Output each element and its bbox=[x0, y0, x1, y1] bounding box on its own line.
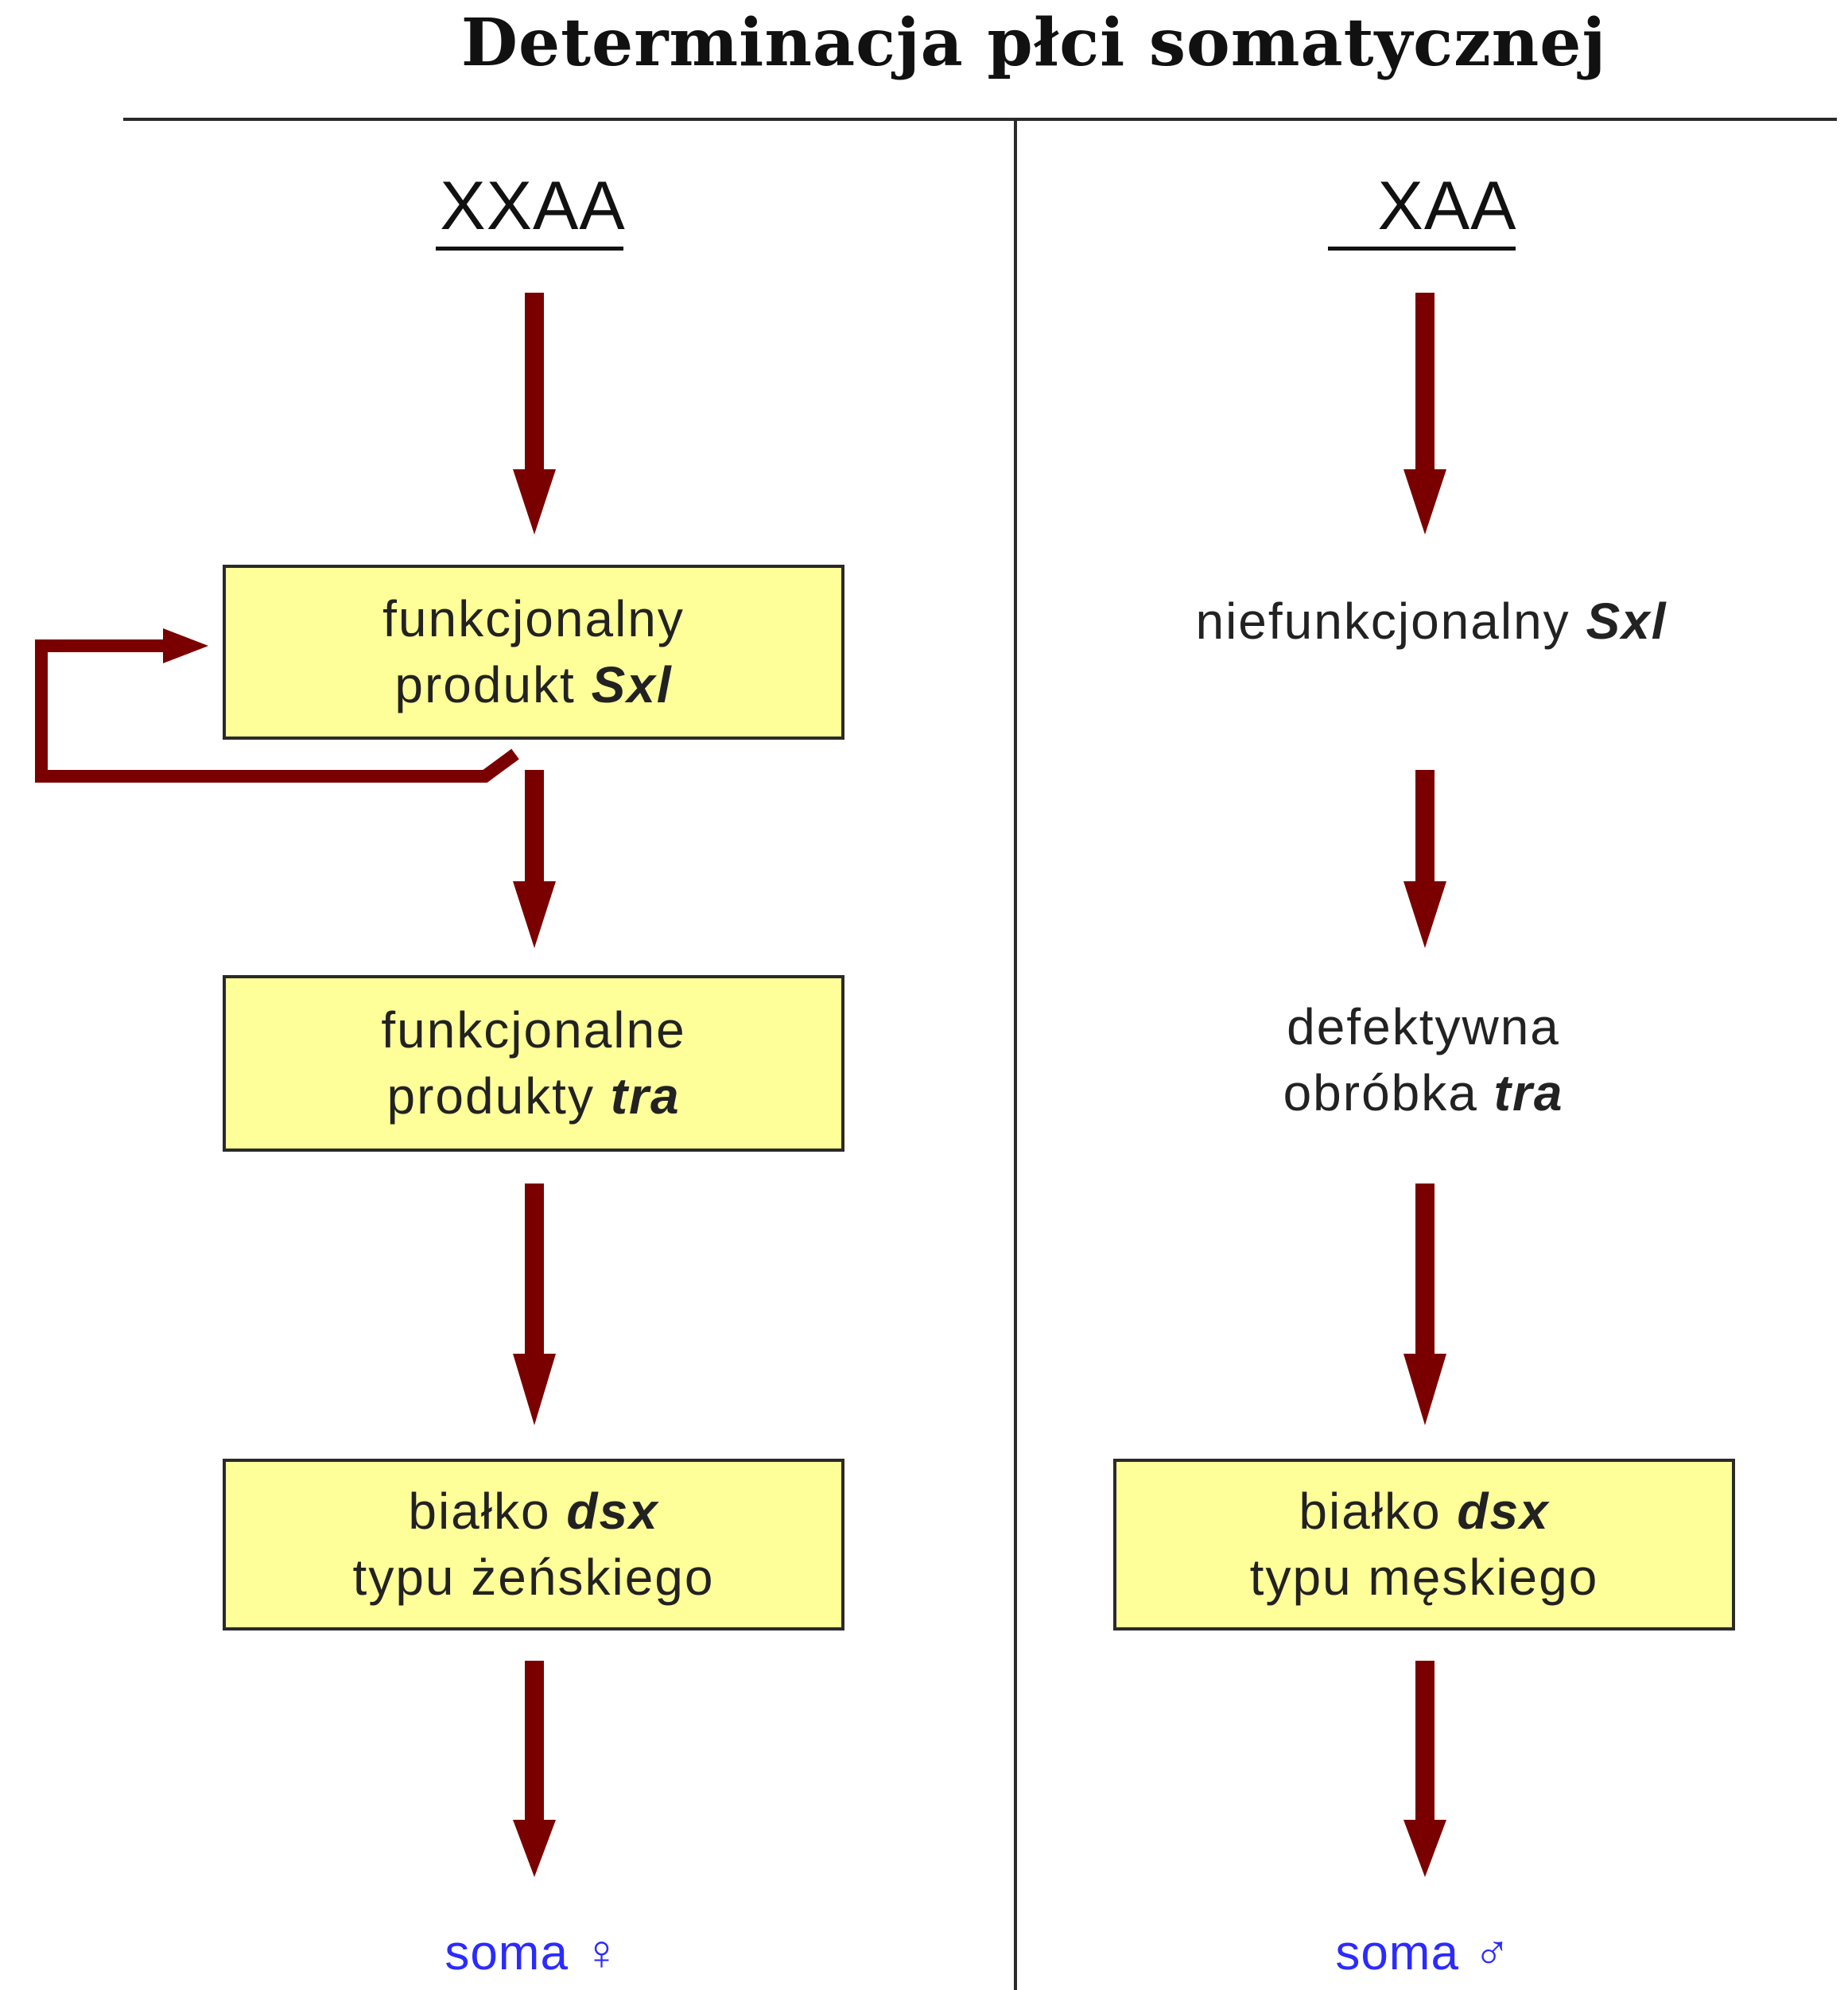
right-dsx-gene: dsx bbox=[1457, 1482, 1550, 1540]
right-sxl-gene: Sxl bbox=[1586, 593, 1667, 650]
left-sxl-gene: Sxl bbox=[591, 656, 673, 713]
male-symbol-icon: ♂ bbox=[1473, 1926, 1512, 1980]
right-genotype-underline bbox=[1328, 247, 1516, 251]
left-sxl-line1: funkcjonalny bbox=[382, 589, 685, 647]
right-arrow-genotype-to-sxl bbox=[1403, 293, 1446, 534]
female-symbol-icon: ♀ bbox=[583, 1926, 621, 1980]
sxl-feedback-loop-arrow bbox=[35, 628, 519, 783]
left-arrow-sxl-to-tra bbox=[513, 770, 556, 948]
left-sxl-line2-text: produkt bbox=[394, 656, 592, 713]
left-soma-label: soma bbox=[445, 1926, 569, 1980]
left-dsx-box: białko dsx typu żeńskiego bbox=[223, 1459, 844, 1630]
right-tra-line1: defektywna bbox=[1287, 998, 1560, 1055]
right-dsx-line1-text: białko bbox=[1299, 1482, 1458, 1540]
right-tra-defective: defektywna obróbka tra bbox=[1161, 994, 1686, 1126]
right-sxl-nonfunctional: niefunkcjonalny Sxl bbox=[1097, 589, 1765, 655]
right-dsx-line1: białko dsx bbox=[1299, 1479, 1549, 1545]
left-dsx-line1: białko dsx bbox=[408, 1479, 658, 1545]
left-tra-line2: produkty tra bbox=[386, 1063, 680, 1129]
left-tra-line1: funkcjonalne bbox=[381, 1001, 686, 1059]
left-dsx-gene: dsx bbox=[566, 1482, 659, 1540]
left-tra-product-box: funkcjonalne produkty tra bbox=[223, 975, 844, 1152]
right-tra-line2-text: obróbka bbox=[1283, 1064, 1494, 1122]
column-divider bbox=[1014, 119, 1017, 1990]
right-soma-label: soma bbox=[1335, 1926, 1459, 1980]
right-arrow-dsx-to-soma bbox=[1403, 1661, 1446, 1877]
left-soma-result: soma ♀ bbox=[413, 1925, 652, 1981]
left-tra-gene: tra bbox=[610, 1067, 681, 1125]
left-dsx-line2: typu żeńskiego bbox=[352, 1549, 715, 1606]
left-genotype: XXAA bbox=[440, 168, 626, 244]
right-sxl-line1-text: niefunkcjonalny bbox=[1195, 593, 1586, 650]
right-soma-result: soma ♂ bbox=[1304, 1925, 1543, 1981]
left-sxl-line2: produkt Sxl bbox=[394, 652, 672, 718]
left-genotype-underline bbox=[436, 247, 623, 251]
left-arrow-genotype-to-sxl bbox=[513, 293, 556, 534]
left-sxl-product-box: funkcjonalny produkt Sxl bbox=[223, 565, 844, 740]
right-dsx-line2: typu męskiego bbox=[1249, 1549, 1599, 1606]
right-arrow-sxl-to-tra bbox=[1403, 770, 1446, 948]
right-tra-line2: obróbka tra bbox=[1283, 1060, 1564, 1126]
left-dsx-line1-text: białko bbox=[408, 1482, 567, 1540]
header-divider bbox=[123, 118, 1837, 121]
diagram-title: Determinacja płci somatycznej bbox=[460, 5, 1607, 81]
right-dsx-box: białko dsx typu męskiego bbox=[1113, 1459, 1735, 1630]
left-arrow-tra-to-dsx bbox=[513, 1184, 556, 1425]
right-arrow-tra-to-dsx bbox=[1403, 1184, 1446, 1425]
right-genotype: XAA bbox=[1377, 168, 1517, 244]
right-sxl-line1: niefunkcjonalny Sxl bbox=[1195, 589, 1667, 655]
left-arrow-dsx-to-soma bbox=[513, 1661, 556, 1877]
left-tra-line2-text: produkty bbox=[386, 1067, 611, 1125]
right-tra-gene: tra bbox=[1493, 1064, 1564, 1122]
